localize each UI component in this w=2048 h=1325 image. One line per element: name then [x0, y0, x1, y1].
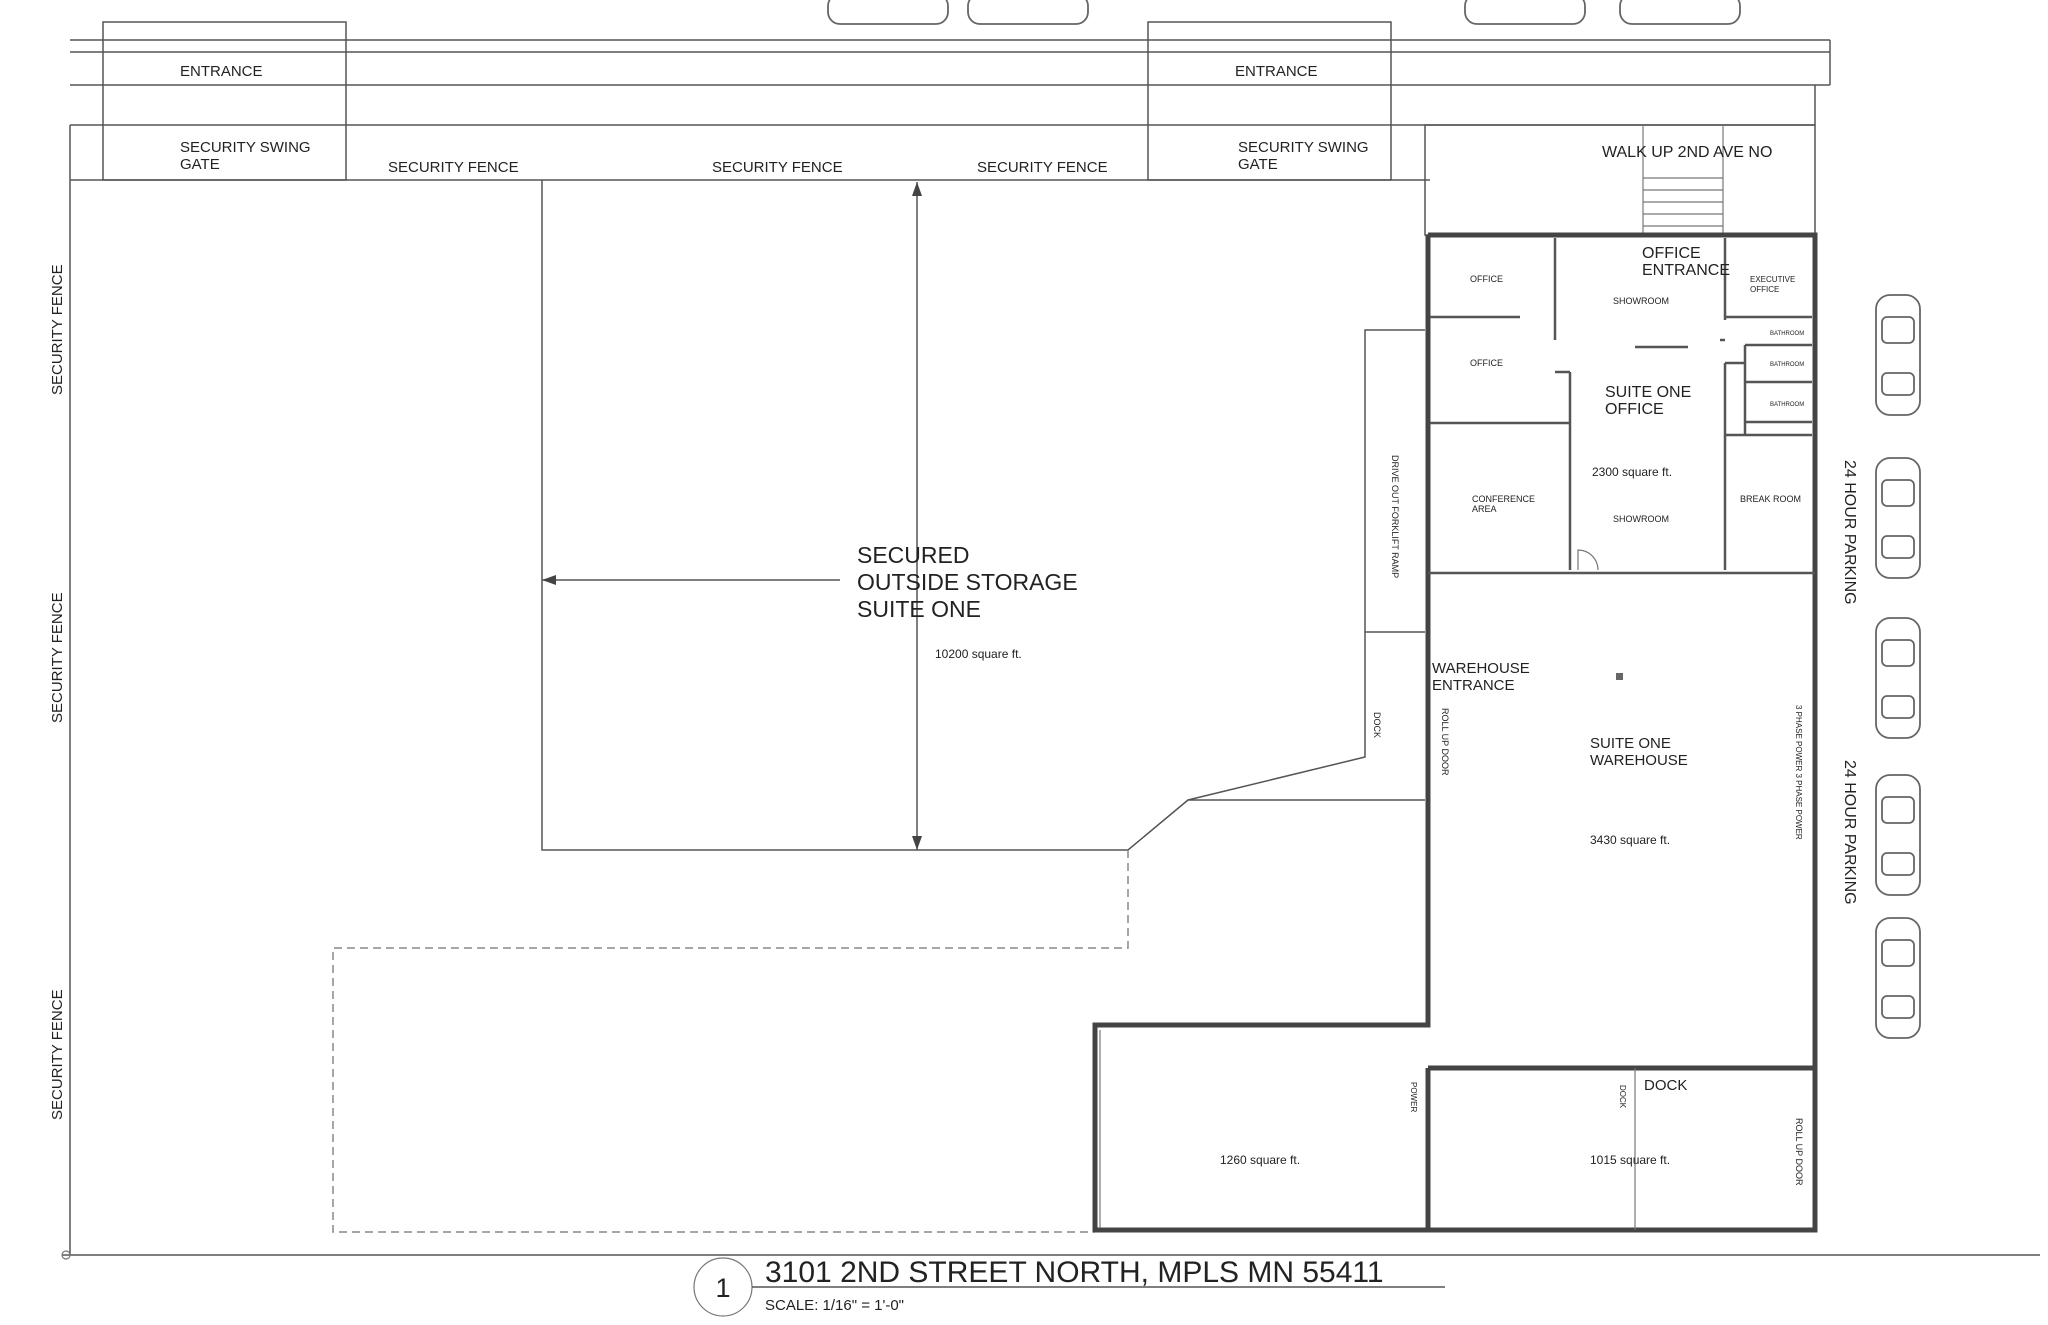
parking-label: 24 HOUR PARKING [1841, 760, 1858, 905]
fence-top-label: SECURITY FENCE [977, 159, 1108, 176]
bathroom-label: BATHROOM [1770, 402, 1804, 408]
car-icon [1875, 617, 1921, 739]
car-icon [1875, 294, 1921, 416]
dock-small-label: DOCK [1618, 1085, 1627, 1109]
entrance-right-label: ENTRANCE [1235, 63, 1318, 80]
parking-label: 24 HOUR PARKING [1841, 460, 1858, 605]
forklift-ramp-label: DRIVE OUT FORKLIFT RAMP [1390, 455, 1400, 578]
break-room-label: BREAK ROOM [1740, 494, 1801, 504]
car-icon [1619, 0, 1741, 25]
column-marker [1616, 673, 1623, 680]
drawing-number: 1 [715, 1273, 730, 1303]
fence-left-label: SECURITY FENCE [49, 592, 66, 723]
showroom-label: SHOWROOM [1613, 296, 1669, 306]
warehouse-area-label: 3430 square ft. [1590, 833, 1670, 847]
car-icon [1875, 917, 1921, 1039]
car-icon [1464, 0, 1586, 25]
dock-side-label: DOCK [1372, 712, 1382, 738]
fence-top-label: SECURITY FENCE [712, 159, 843, 176]
fence-top-label: SECURITY FENCE [388, 159, 519, 176]
bathroom-label: BATHROOM [1770, 362, 1804, 368]
outside-storage-area-label: 10200 square ft. [935, 647, 1022, 661]
car-icon [1875, 457, 1921, 579]
building-walls [1092, 232, 1818, 1233]
entrance-left-label: ENTRANCE [180, 63, 263, 80]
office-label: OFFICE [1470, 358, 1503, 368]
dashed-yard-area [332, 850, 1129, 1233]
outside-storage-outline [541, 180, 1425, 851]
roll-up-door-label: ROLL UP DOOR [1440, 708, 1450, 776]
power-label: POWER [1409, 1082, 1418, 1112]
fence-left-label: SECURITY FENCE [49, 264, 66, 395]
car-icon [827, 0, 949, 25]
drawing-scale: SCALE: 1/16" = 1'-0" [765, 1297, 904, 1314]
walk-up-label: WALK UP 2ND AVE NO [1602, 144, 1772, 161]
showroom-label: SHOWROOM [1613, 514, 1669, 524]
drawing-title: 3101 2ND STREET NORTH, MPLS MN 55411 [765, 1256, 1384, 1289]
dock-label: DOCK [1644, 1077, 1687, 1094]
car-icon [1875, 774, 1921, 896]
title-block [61, 1250, 2040, 1317]
bathroom-label: BATHROOM [1770, 331, 1804, 337]
office-area-label: 2300 square ft. [1592, 465, 1672, 479]
office-label: OFFICE [1470, 274, 1503, 284]
entrance-box-left [102, 21, 347, 181]
fence-left-label: SECURITY FENCE [49, 989, 66, 1120]
area-1260-label: 1260 square ft. [1220, 1153, 1300, 1167]
roll-up-door-label: ROLL UP DOOR [1794, 1118, 1804, 1186]
car-icon [967, 0, 1089, 25]
entrance-box-right [1147, 21, 1392, 181]
office-interior-walls [1430, 238, 1812, 570]
door-swing [1577, 549, 1599, 571]
three-phase-power-label: 3 PHASE POWER 3 PHASE POWER [1794, 705, 1803, 840]
area-1015-label: 1015 square ft. [1590, 1153, 1670, 1167]
walk-up-structure [1424, 124, 1816, 236]
